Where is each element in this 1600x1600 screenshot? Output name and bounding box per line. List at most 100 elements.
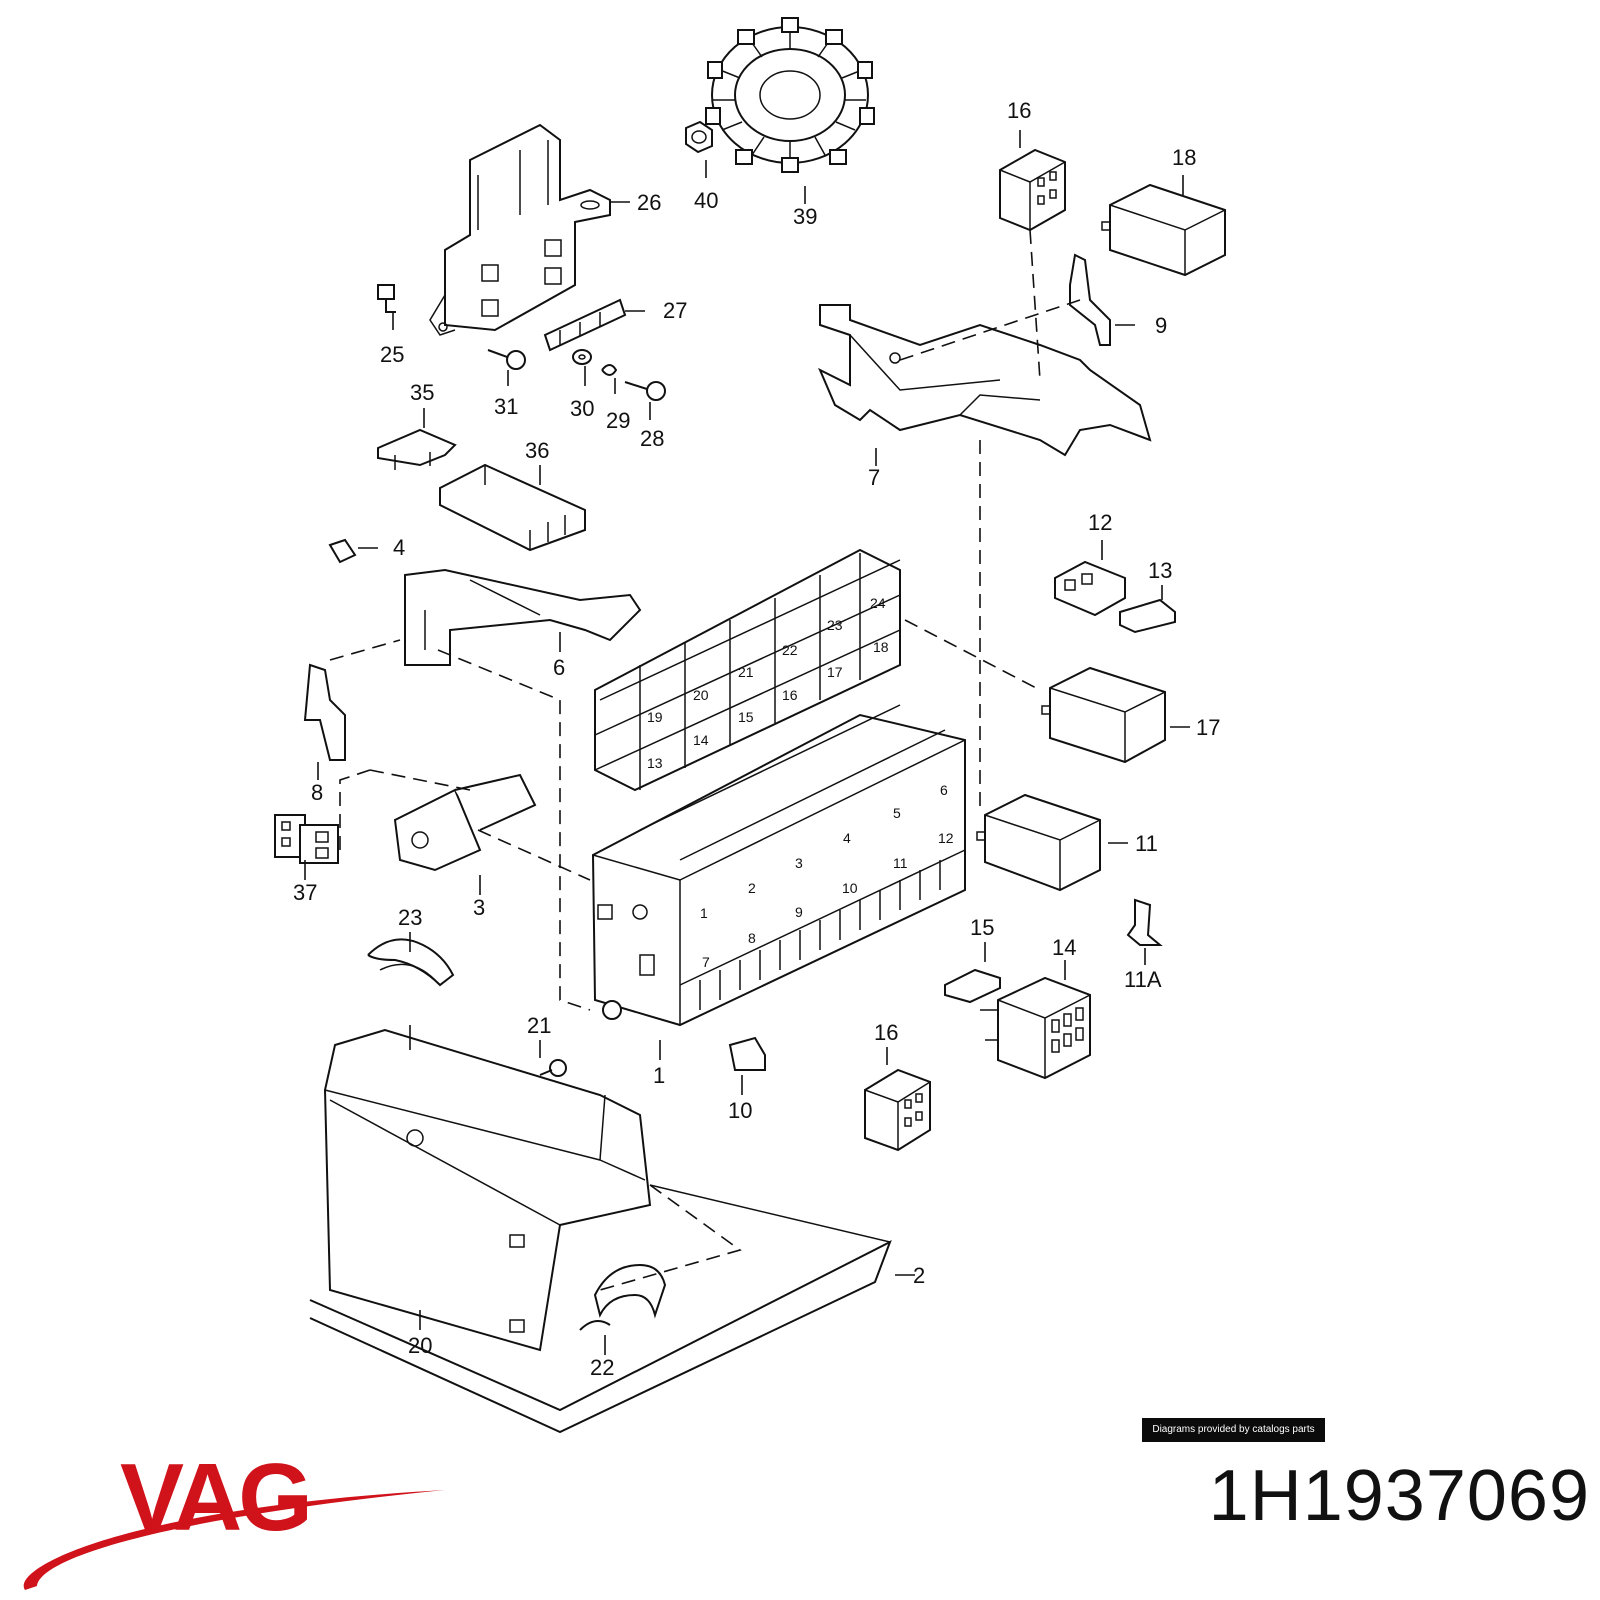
callout-31: 31 [494, 394, 518, 419]
callout-29: 29 [606, 408, 630, 433]
callout-37: 37 [293, 880, 317, 905]
central-fuse-box [591, 704, 966, 1027]
relay-slot-label: 19 [647, 709, 663, 725]
callout-40: 40 [694, 188, 718, 213]
fuse-slot-label: 12 [938, 830, 954, 846]
part-17-relay [1041, 666, 1166, 764]
callout-39: 39 [793, 204, 817, 229]
fuse-slot-label: 5 [893, 805, 901, 821]
relay-slot-label: 22 [782, 642, 798, 658]
callout-1: 1 [653, 1063, 665, 1088]
part-12-connector-housing [1054, 560, 1126, 617]
part-13-connector-lock [1119, 598, 1176, 634]
logo-wordmark: VAG [120, 1444, 309, 1551]
part-10-terminal-clip [728, 1036, 766, 1071]
callout-15: 15 [970, 915, 994, 940]
callout-7: 7 [868, 465, 880, 490]
relay-slot-label: 16 [782, 687, 798, 703]
part-40-hex-nut [685, 120, 713, 154]
relay-slot-label: 13 [647, 755, 663, 771]
fuse-slot-label: 1 [700, 905, 708, 921]
fuse-slot-label: 10 [842, 880, 858, 896]
callout-14: 14 [1052, 935, 1076, 960]
fuse-slot-label: 2 [748, 880, 756, 896]
callout-10: 10 [728, 1098, 752, 1123]
callout-36: 36 [525, 438, 549, 463]
fuse-slot-label: 4 [843, 830, 851, 846]
relay-carrier-block [594, 548, 901, 792]
part-37-connector [274, 814, 339, 864]
relay-slot-label: 15 [738, 709, 754, 725]
relay-slot-numbers: 24 23 18 22 17 21 16 20 15 19 14 13 [647, 595, 889, 771]
part-number: 1H1937069 [1208, 1456, 1590, 1536]
callout-12: 12 [1088, 510, 1112, 535]
relay-slot-label: 14 [693, 732, 709, 748]
part-25-push-rivet [377, 284, 396, 313]
relay-slot-label: 17 [827, 664, 843, 680]
fuse-slot-label: 9 [795, 904, 803, 920]
callout-22: 22 [590, 1355, 614, 1380]
callout-9: 9 [1155, 313, 1167, 338]
callout-2: 2 [913, 1263, 925, 1288]
callout-8: 8 [311, 780, 323, 805]
fuse-slot-label: 3 [795, 855, 803, 871]
part-16-relay-socket-bottom [864, 1068, 931, 1152]
part-11-relay [976, 793, 1101, 892]
part-7-carrier-bracket [818, 304, 1152, 457]
callout-11a: 11A [1124, 967, 1162, 992]
callout-11: 11 [1135, 831, 1158, 856]
relay-slot-label: 23 [827, 617, 843, 633]
fuse-slot-label: 6 [940, 782, 948, 798]
callout-20: 20 [408, 1333, 432, 1358]
fuse-slot-label: 7 [702, 954, 710, 970]
relay-slot-label: 20 [693, 687, 709, 703]
callout-28: 28 [640, 426, 664, 451]
part-18-relay [1101, 183, 1226, 277]
part-22-cable-guide [579, 1263, 667, 1331]
part-26-mounting-bracket [429, 123, 611, 336]
callout-26: 26 [637, 190, 661, 215]
fuse-slot-label: 11 [893, 855, 908, 871]
callout-13: 13 [1148, 558, 1172, 583]
assembly-lines [329, 229, 1081, 1291]
part-23-cable-strap [367, 938, 455, 987]
relay-slot-label: 21 [738, 664, 754, 680]
vag-logo: VAG [23, 1444, 446, 1590]
part-35-fuse-clip [377, 428, 457, 470]
callout-30: 30 [570, 396, 594, 421]
part-21-screw [539, 1059, 567, 1077]
part-4-small-clip [328, 538, 357, 564]
callout-17: 17 [1196, 715, 1220, 740]
relay-slot-label: 24 [870, 595, 886, 611]
callout-27: 27 [663, 298, 687, 323]
callout-4: 4 [393, 535, 405, 560]
part-16-relay-socket-top [999, 148, 1066, 232]
callout-18: 18 [1172, 145, 1196, 170]
relay-slot-label: 18 [873, 639, 889, 655]
part-30-washer [572, 349, 592, 365]
callout-21: 21 [527, 1013, 551, 1038]
part-6-support-bracket [404, 568, 642, 666]
part-29-spring-clip [601, 364, 618, 376]
diagram-credit-badge: Diagrams provided by catalogs parts [1142, 1418, 1325, 1442]
part-20-lower-housing [323, 1028, 652, 1352]
callout-35: 35 [410, 380, 434, 405]
callout-16-bottom: 16 [874, 1020, 898, 1045]
logo-swoosh [23, 1490, 446, 1590]
part-31-screw [487, 349, 526, 370]
fuse-slot-label: 8 [748, 930, 756, 946]
part-28-bolt [624, 381, 666, 401]
part-3-relay-holder [393, 773, 537, 872]
fuse-slot-numbers: 6 5 12 4 11 3 10 2 9 1 8 7 [700, 782, 954, 970]
part-36-fuse-holder [439, 463, 586, 552]
part-9-bracket-clip [1069, 253, 1111, 346]
callout-16-top: 16 [1007, 98, 1031, 123]
part-27-clip-plate [543, 298, 627, 352]
callout-labels: 16 18 26 40 39 27 25 31 30 29 28 9 35 36… [293, 98, 1220, 1380]
callout-23: 23 [398, 905, 422, 930]
callout-3: 3 [473, 895, 485, 920]
callout-6: 6 [553, 655, 565, 680]
part-14-multipin-socket [980, 976, 1091, 1080]
part-8-retaining-clip [303, 663, 346, 761]
